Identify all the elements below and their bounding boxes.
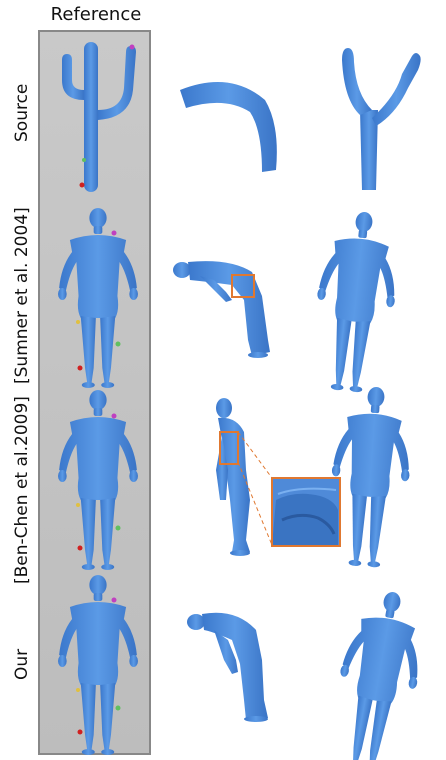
our-bent-human <box>187 613 268 722</box>
sumner-side-human <box>308 208 404 395</box>
reference-human-row4 <box>58 575 138 755</box>
sumner-bent-human <box>173 261 270 358</box>
source-bent-tube <box>180 82 277 172</box>
benchen-standing-human <box>216 398 250 556</box>
source-cactus-reference <box>62 42 136 192</box>
benchen-zoom-inset <box>272 478 340 546</box>
reference-human-row2 <box>58 208 138 388</box>
source-y-shape <box>342 48 421 190</box>
reference-human-row3 <box>58 390 138 570</box>
our-side-human <box>324 585 432 760</box>
